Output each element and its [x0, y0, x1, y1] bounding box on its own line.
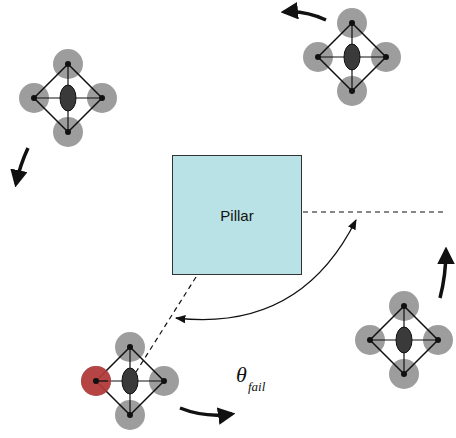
quadrotor [81, 332, 179, 430]
motion-arrow [16, 12, 446, 415]
node-label: Pillar [220, 207, 253, 224]
angle-subscript: fail [248, 380, 265, 393]
pillar-box: Pillar [172, 155, 302, 275]
angle-symbol: θ [236, 364, 247, 386]
quadrotor [303, 8, 401, 106]
quadrotor [355, 291, 453, 389]
quadrotor [19, 49, 117, 147]
